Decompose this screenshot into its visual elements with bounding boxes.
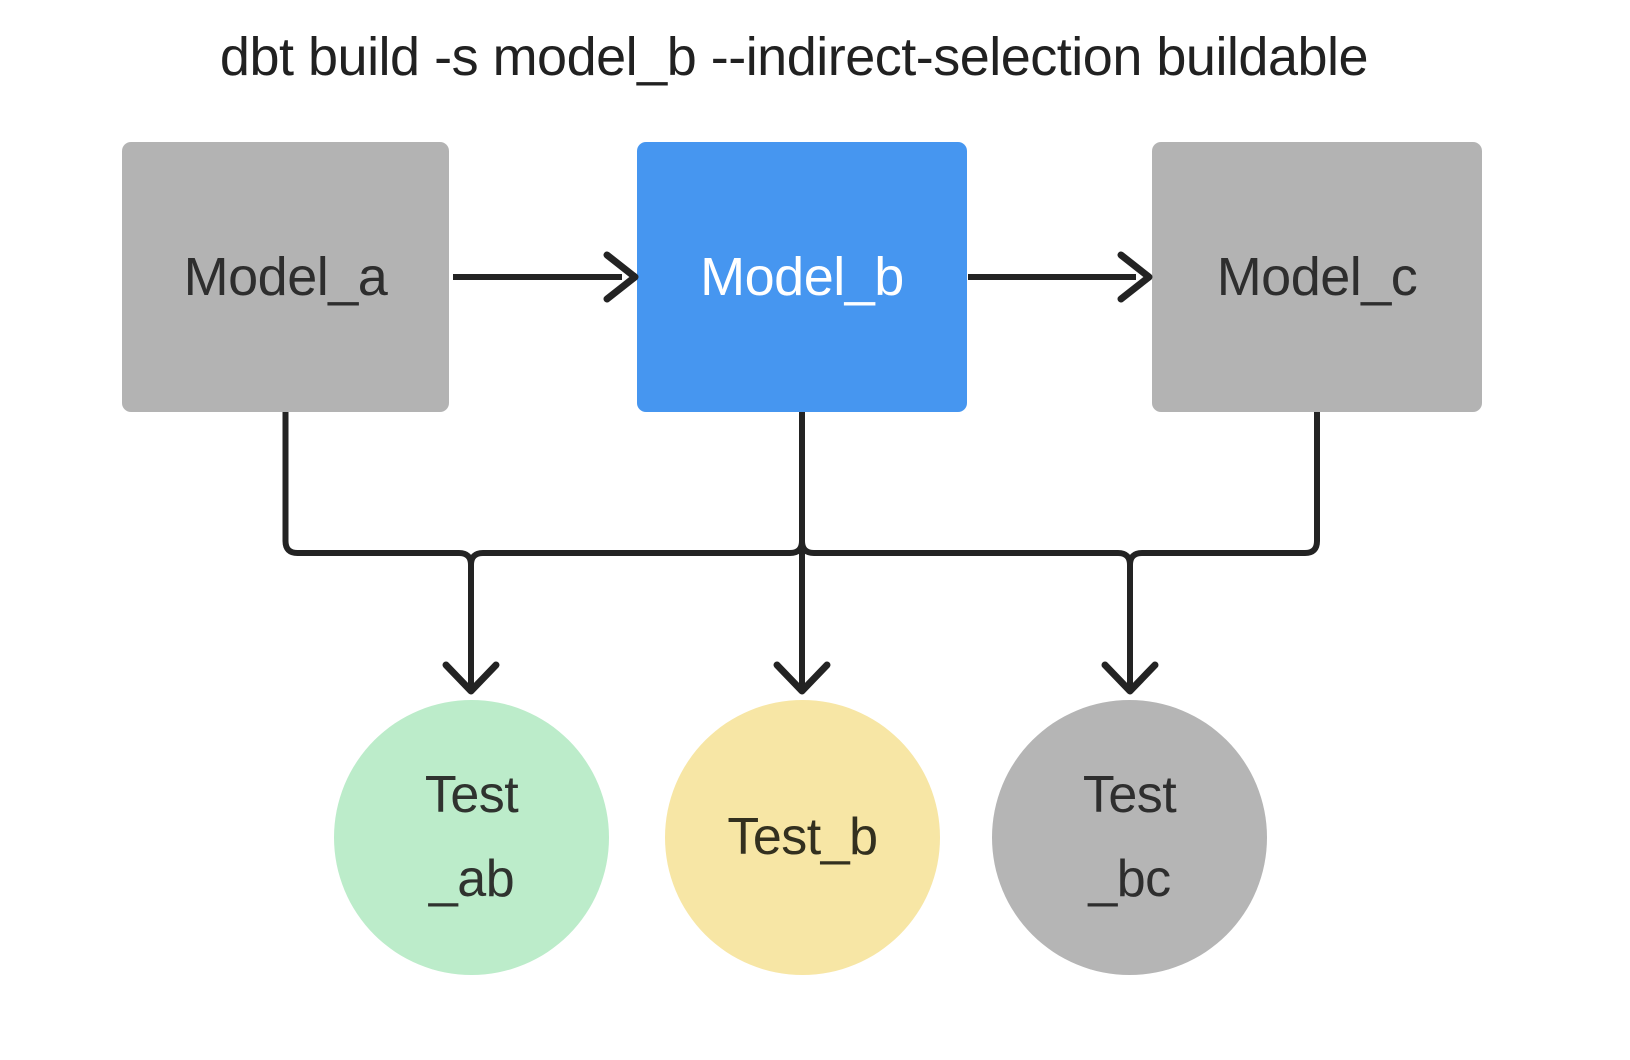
test-bc-label-line-1: Test	[1082, 766, 1177, 825]
diagram-title: dbt build -s model_b --indirect-selectio…	[219, 27, 1369, 87]
test-b-node: Test_b	[665, 700, 940, 975]
test-ab-label-line-1: Test	[424, 766, 519, 825]
test-ab-node: Test _ab	[334, 700, 609, 975]
edge-model-b-to-test-bc	[799, 540, 1133, 566]
model-b-node-selected: Model_b	[637, 142, 967, 412]
model-c-label: Model_c	[1216, 247, 1418, 307]
arrowhead-model-a-to-model-b	[603, 251, 639, 303]
test-b-label: Test_b	[727, 807, 878, 866]
arrowhead-test-b	[773, 661, 831, 695]
arrowhead-model-b-to-model-c	[1117, 251, 1153, 303]
edge-model-b-to-test-ab	[468, 540, 805, 566]
arrowhead-test-bc	[1101, 661, 1159, 695]
arrowhead-test-ab	[442, 661, 500, 695]
model-c-node: Model_c	[1152, 142, 1482, 412]
test-bc-label-line-2: _bc	[1088, 849, 1171, 908]
model-b-label: Model_b	[700, 247, 904, 307]
edge-model-c-to-test-bc	[1127, 412, 1320, 688]
test-ab-label-line-2: _ab	[428, 849, 515, 908]
model-a-label: Model_a	[183, 247, 388, 307]
edge-model-a-to-test-ab	[282, 412, 474, 688]
test-bc-node: Test _bc	[992, 700, 1267, 975]
model-a-node: Model_a	[122, 142, 449, 412]
